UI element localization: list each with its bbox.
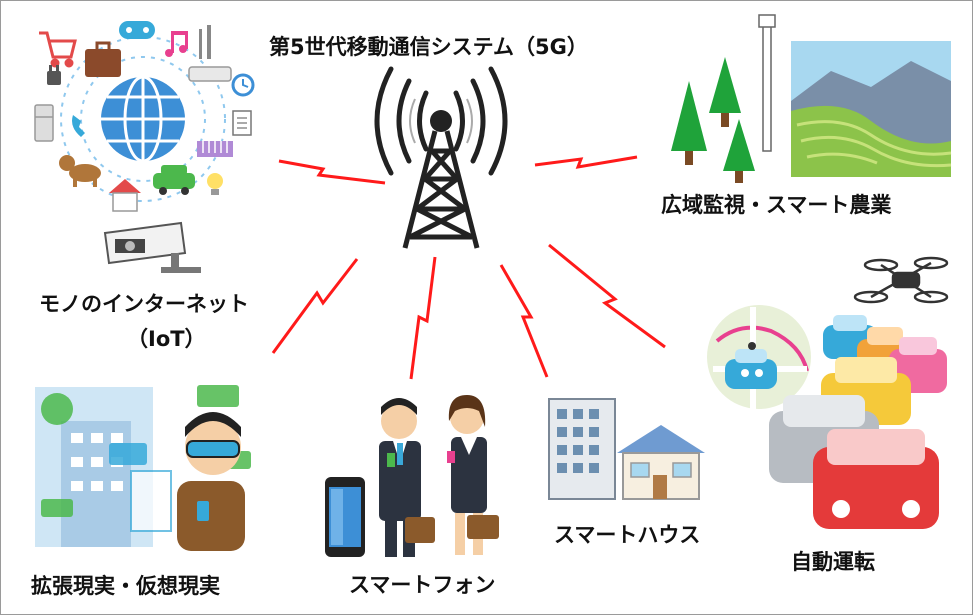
security-camera-icon [103,221,201,273]
label-ar-vr: 拡張現実・仮想現実 [31,574,220,598]
businessman-icon [379,398,435,557]
smartphone-icon [325,477,365,557]
fork-knife-icon [199,25,211,59]
air-conditioner-icon [188,66,232,82]
iot-illustration [34,21,255,273]
label-smartphone: スマートフォン [349,573,496,597]
label-smart-agriculture: 広域監視・スマート農業 [661,193,892,217]
suitcase-icon [85,41,121,77]
self-driving-car-icon [725,342,777,389]
dog-icon [59,155,101,187]
game-controller-icon [119,21,155,39]
label-iot: モノのインターネット [39,292,249,316]
label-autonomous-driving: 自動運転 [791,550,875,574]
music-note-icon [165,31,188,57]
shopping-cart-icon [39,31,77,68]
businesswoman-icon [447,395,499,555]
traffic-car-icon [769,315,947,529]
drone-icon [853,256,949,304]
person-with-vr-goggles-icon [177,412,245,551]
cell-tower-icon [374,66,508,249]
clock-icon [231,73,255,97]
label-iot-abbrev: （IoT） [127,327,206,351]
house-icon [109,179,141,212]
label-smart-house: スマートハウス [554,523,701,547]
signal-lightning-icon [271,155,666,380]
office-building-icon [548,398,616,500]
light-bulb-icon [207,173,223,195]
smartphone-illustration [325,395,499,557]
telephone-icon [72,115,85,137]
diagram-title: 第5世代移動通信システム（5G） [269,35,588,59]
smart-agriculture-illustration [671,14,952,183]
refrigerator-icon [34,104,54,142]
tree-icon [671,57,755,183]
house-building-icon [617,425,705,500]
car-icon [153,165,195,195]
keyboard-icon [197,141,233,157]
sensor-pole-icon [758,14,776,152]
smart-house-illustration [548,398,705,500]
autonomous-driving-illustration [707,305,947,529]
plug-icon [47,65,61,85]
document-icon [232,110,252,136]
ar-vr-illustration [35,385,251,551]
globe-icon [101,75,185,163]
